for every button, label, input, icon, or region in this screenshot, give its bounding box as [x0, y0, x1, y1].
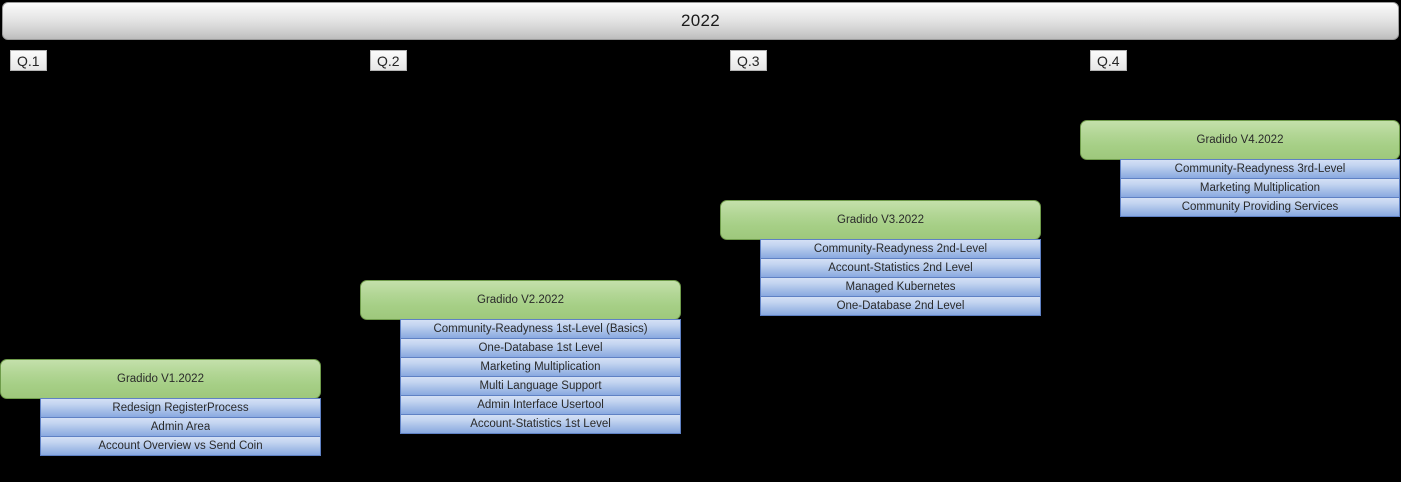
release-item-label: Community-Readyness 2nd-Level — [813, 243, 988, 255]
release-item[interactable]: Multi Language Support — [400, 376, 681, 396]
quarter-label-q2: Q.2 — [370, 50, 407, 71]
release-item[interactable]: Admin Area — [40, 417, 321, 437]
release-item-label: Community Providing Services — [1181, 201, 1339, 213]
release-item[interactable]: Marketing Multiplication — [1120, 178, 1400, 198]
release-item-label: Admin Area — [150, 421, 211, 433]
release-header-v2[interactable]: Gradido V2.2022 — [360, 280, 681, 320]
release-item-label: Admin Interface Usertool — [477, 399, 604, 411]
release-title-v3: Gradido V3.2022 — [837, 214, 924, 226]
release-item[interactable]: Admin Interface Usertool — [400, 395, 681, 415]
release-item-label: Marketing Multiplication — [1199, 182, 1321, 194]
release-item[interactable]: Redesign RegisterProcess — [40, 398, 321, 418]
quarter-label-q3: Q.3 — [730, 50, 767, 71]
release-item-label: Marketing Multiplication — [480, 361, 601, 373]
release-item[interactable]: Community-Readyness 3rd-Level — [1120, 159, 1400, 179]
release-item-label: Managed Kubernetes — [845, 281, 956, 293]
release-item[interactable]: Marketing Multiplication — [400, 357, 681, 377]
release-item-list-v2: Community-Readyness 1st-Level (Basics) On… — [400, 319, 681, 434]
release-title-v1: Gradido V1.2022 — [117, 373, 204, 385]
release-item[interactable]: One-Database 1st Level — [400, 338, 681, 358]
quarter-label-q4: Q.4 — [1090, 50, 1127, 71]
release-item[interactable]: One-Database 2nd Level — [760, 296, 1041, 316]
release-item-label: Multi Language Support — [479, 380, 602, 392]
release-item[interactable]: Managed Kubernetes — [760, 277, 1041, 297]
release-item-label: Account Overview vs Send Coin — [98, 440, 263, 452]
release-item-label: Redesign RegisterProcess — [112, 402, 249, 414]
release-item-label: One-Database 2nd Level — [836, 300, 965, 312]
release-header-v3[interactable]: Gradido V3.2022 — [720, 200, 1041, 240]
release-item-label: Account-Statistics 1st Level — [470, 418, 611, 430]
quarter-label-q1: Q.1 — [10, 50, 47, 71]
release-item[interactable]: Community-Readyness 2nd-Level — [760, 239, 1041, 259]
year-header-label: 2022 — [680, 11, 721, 30]
release-item[interactable]: Account Overview vs Send Coin — [40, 436, 321, 456]
release-title-v4: Gradido V4.2022 — [1196, 134, 1284, 146]
release-item[interactable]: Community Providing Services — [1120, 197, 1400, 217]
release-header-v4[interactable]: Gradido V4.2022 — [1080, 120, 1400, 160]
release-item[interactable]: Account-Statistics 2nd Level — [760, 258, 1041, 278]
release-item-label: One-Database 1st Level — [478, 342, 603, 354]
release-item[interactable]: Community-Readyness 1st-Level (Basics) — [400, 319, 681, 339]
release-item-label: Community-Readyness 1st-Level (Basics) — [433, 323, 648, 335]
release-header-v1[interactable]: Gradido V1.2022 — [0, 359, 321, 399]
release-item-label: Community-Readyness 3rd-Level — [1174, 163, 1346, 175]
year-header-bar: 2022 — [2, 2, 1399, 40]
release-item-label: Account-Statistics 2nd Level — [828, 262, 973, 274]
release-title-v2: Gradido V2.2022 — [477, 294, 564, 306]
release-item[interactable]: Account-Statistics 1st Level — [400, 414, 681, 434]
